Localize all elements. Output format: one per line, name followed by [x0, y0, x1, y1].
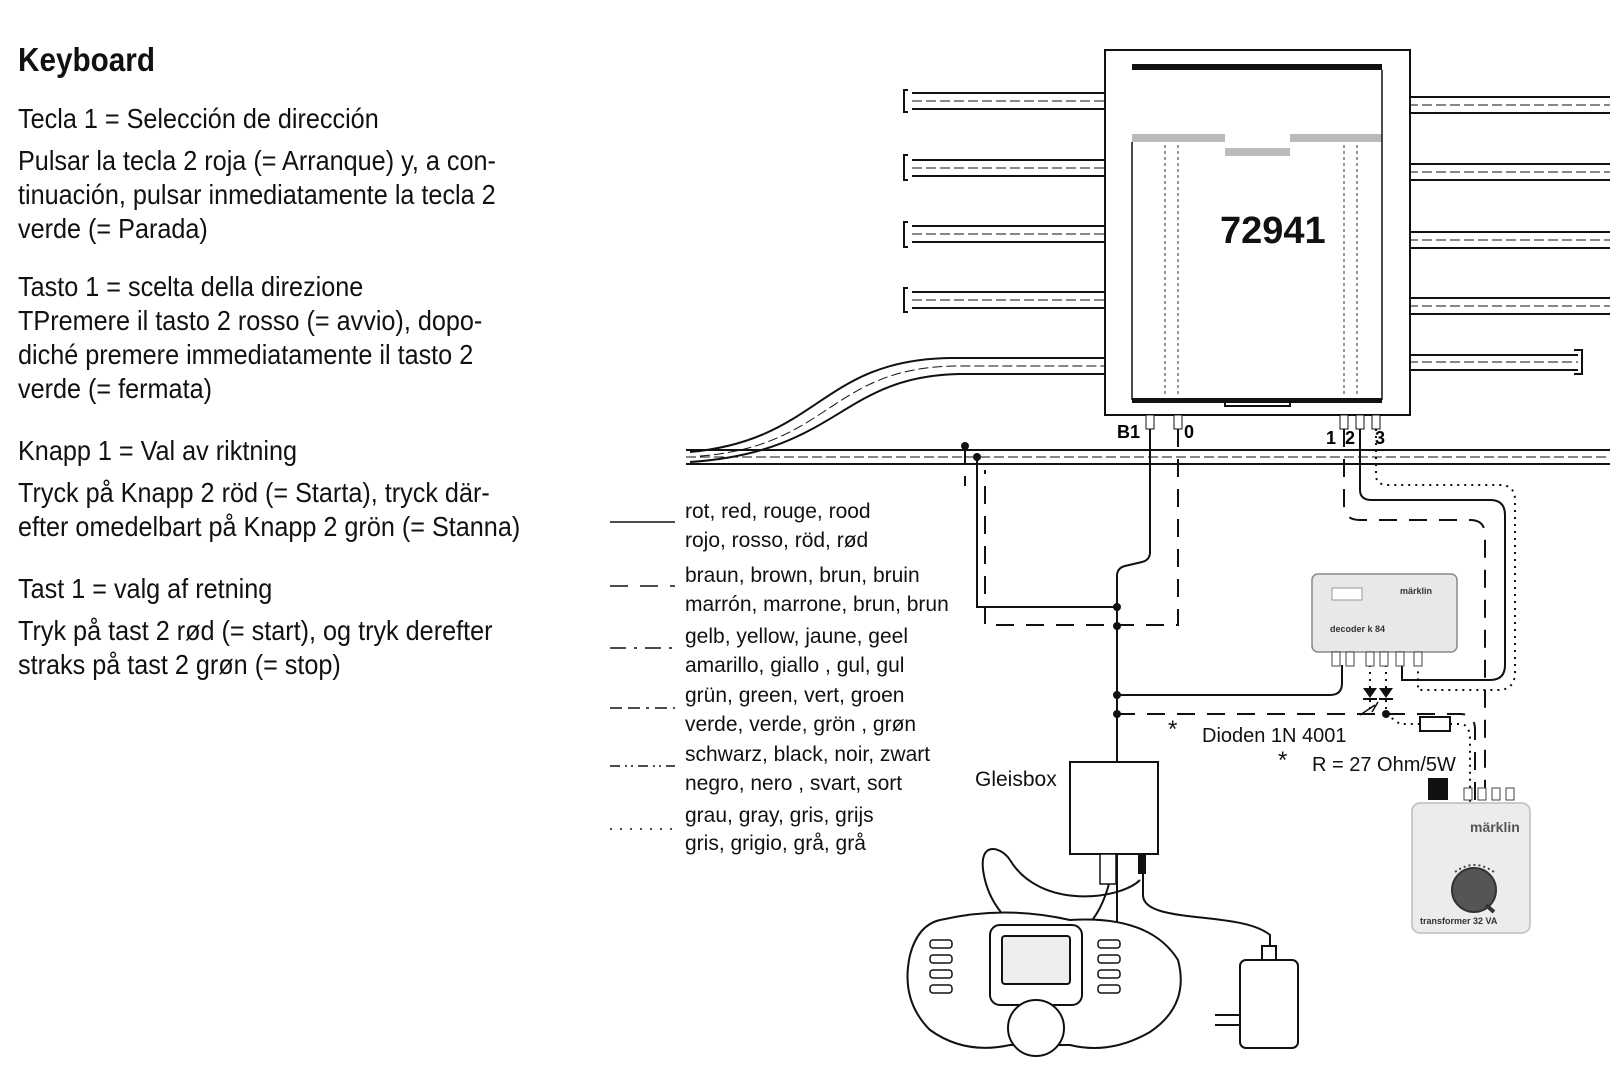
- wire-terminal-2: [1359, 429, 1506, 681]
- sv-direction: Knapp 1 = Val av riktning: [18, 434, 298, 466]
- wire-terminal-1: [1343, 429, 1486, 806]
- right-spur-5: [1380, 349, 1583, 375]
- wire-red-decoder: [1117, 665, 1343, 696]
- turntable: 72941 B1 0 1 2 3: [1104, 49, 1411, 448]
- junctions: [961, 442, 1390, 718]
- diode-label: Dioden 1N 4001: [1202, 725, 1347, 747]
- resistor: [1419, 716, 1451, 732]
- legend-3-line2: amarillo, giallo , gul, gul: [685, 654, 904, 677]
- asterisk-resistor: *: [1278, 747, 1287, 774]
- da-instruction: Tryk på tast 2 rød (= start), og tryk de…: [18, 614, 493, 680]
- legend-4-line1: grün, green, vert, groen: [685, 684, 904, 707]
- legend-samples: [610, 521, 675, 830]
- legend-4-line2: verde, verde, grön , grøn: [685, 713, 916, 736]
- terminal-1: 1: [1326, 428, 1336, 448]
- wire-terminal-3: [1375, 429, 1516, 691]
- power-supply: [1215, 945, 1299, 1049]
- terminal-0: 0: [1184, 422, 1194, 442]
- resistor-label: R = 27 Ohm/5W: [1312, 754, 1456, 776]
- right-spur-2: [1380, 163, 1610, 181]
- da-direction: Tast 1 = valg af retning: [18, 572, 273, 604]
- legend-3-line1: gelb, yellow, jaune, geel: [685, 625, 908, 648]
- main-track: [686, 449, 1610, 465]
- legend-6-line2: gris, grigio, grå, grå: [685, 832, 866, 855]
- sv-instruction: Tryck på Knapp 2 röd (= Starta), tryck d…: [18, 476, 521, 542]
- legend-2-line1: braun, brown, brun, bruin: [685, 564, 920, 587]
- left-spur-2: [903, 154, 1130, 181]
- right-spur-1: [1380, 96, 1610, 114]
- page-title: Keyboard: [18, 41, 155, 78]
- transformer-brand: märklin: [1470, 819, 1520, 835]
- wire-gleisbox-power: [1142, 860, 1271, 965]
- legend-6-line1: grau, gray, gris, grijs: [685, 804, 874, 827]
- terminal-3: 3: [1375, 428, 1385, 448]
- left-spur-4: [903, 287, 1130, 313]
- diodes: [1359, 688, 1451, 732]
- wire-red-track: [976, 457, 1117, 608]
- curved-track: [689, 357, 1130, 463]
- legend-2-line2: marrón, marrone, brun, brun: [685, 593, 949, 616]
- es-direction: Tecla 1 = Selección de dirección: [18, 102, 379, 134]
- transformer: märklin transformer 32 VA: [1411, 778, 1531, 934]
- left-spur-3: [903, 221, 1130, 248]
- transformer-knob[interactable]: [1451, 867, 1497, 913]
- it-instruction: TPremere il tasto 2 rosso (= avvio), dop…: [18, 304, 483, 404]
- decoder-k84: märklin decoder k 84: [1311, 573, 1458, 667]
- wire-red-b1: [1116, 429, 1151, 1010]
- it-direction: Tasto 1 = scelta della direzione: [18, 270, 364, 302]
- terminal-2: 2: [1345, 428, 1355, 448]
- legend-5-line2: negro, nero , svart, sort: [685, 772, 902, 795]
- gleisbox: Gleisbox: [975, 761, 1159, 885]
- wire-brown-diodes: [1117, 713, 1476, 806]
- mobile-station: [906, 911, 1182, 1057]
- decoder-brand: märklin: [1400, 586, 1432, 596]
- right-spur-3: [1380, 231, 1610, 249]
- left-spur-1: [903, 89, 1130, 113]
- wire-brown-0: [984, 429, 1179, 626]
- legend-text: rot, red, rouge, rood rojo, rosso, röd, …: [685, 500, 949, 855]
- gleisbox-label: Gleisbox: [975, 768, 1057, 791]
- turntable-number: 72941: [1220, 210, 1326, 252]
- legend-5-line1: schwarz, black, noir, zwart: [685, 743, 930, 766]
- wires: [964, 429, 1516, 1010]
- legend-1-line1: rot, red, rouge, rood: [685, 500, 871, 523]
- asterisk-diodes: *: [1168, 716, 1177, 743]
- legend-1-line2: rojo, rosso, röd, rød: [685, 529, 868, 552]
- es-instruction: Pulsar la tecla 2 roja (= Arranque) y, a…: [18, 144, 496, 244]
- transformer-label: transformer 32 VA: [1420, 916, 1498, 926]
- decoder-label: decoder k 84: [1330, 624, 1385, 634]
- terminal-b1: B1: [1117, 422, 1140, 442]
- instructions: Keyboard Tecla 1 = Selección de direcció…: [18, 40, 598, 682]
- track-spurs: [686, 89, 1610, 465]
- right-spur-4: [1380, 297, 1610, 315]
